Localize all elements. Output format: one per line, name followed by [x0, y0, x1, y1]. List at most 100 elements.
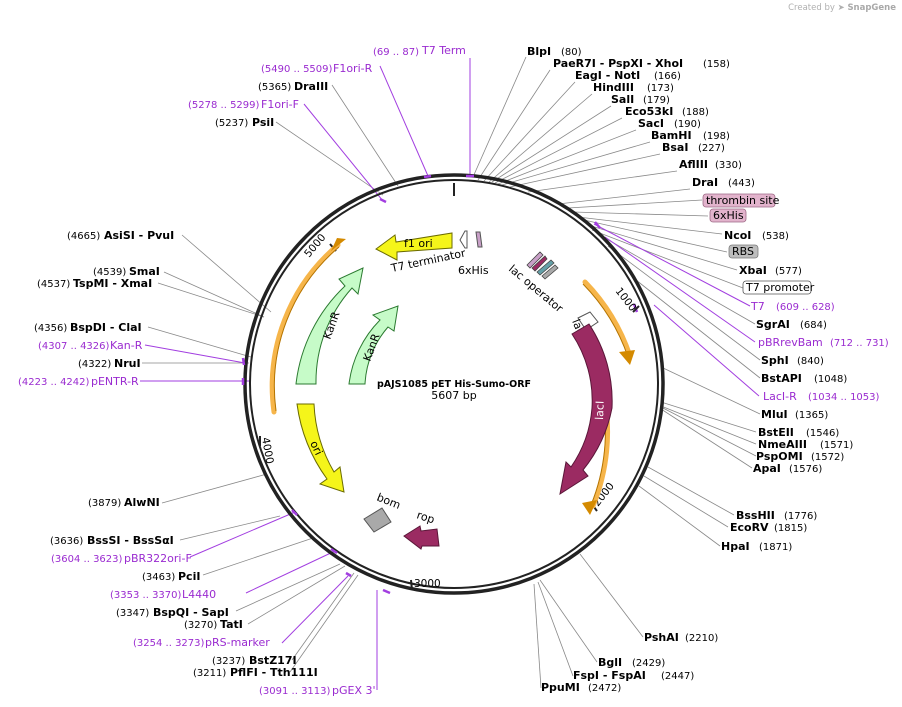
primer-kan-r-label: Kan-R [110, 339, 143, 352]
enzyme-hindiii: HindIII [593, 81, 634, 94]
rop-arrow [403, 525, 440, 550]
enzyme-draiii-pos: (5365) [258, 82, 291, 93]
enzyme-bsssi: BssSI - BssSαI [87, 534, 174, 547]
primer-f1ori-f-pos: (5278 .. 5299) [188, 100, 260, 111]
kanr-inner-label: KanR [361, 332, 383, 363]
primer-marks [241, 174, 639, 595]
badge-thrombin [702, 193, 776, 208]
enzyme-eco53ki-pos: (188) [682, 107, 709, 118]
arc-head-2 [582, 500, 597, 515]
enzyme-ppumi-pos: (2472) [588, 683, 621, 694]
enzyme-pflfi: PflFI - Tth111I [230, 666, 318, 679]
badge-his [709, 208, 747, 223]
enzyme-asisi-pos: (4665) [67, 231, 100, 242]
primer-l4440-label: L4440 [182, 588, 216, 601]
primer-pbrrevbam-label: pBRrevBam [758, 336, 823, 349]
his-tag-shape [475, 231, 483, 248]
primer-f1ori-r-label: F1ori-R [333, 62, 373, 75]
badge-t7-promoter [742, 280, 812, 295]
leader-lines [142, 56, 761, 689]
enzyme-bsteii: BstEII [758, 426, 794, 439]
enzyme-sali-pos: (179) [643, 95, 670, 106]
primer-t7-pos: (609 .. 628) [776, 302, 835, 313]
bom-shape [363, 507, 392, 533]
primer-pbrrevbam-pos: (712 .. 731) [830, 338, 889, 349]
right-feature-badges: thrombin site 6xHis RBS T7 promoter [702, 193, 815, 295]
enzyme-bstapi-pos: (1048) [814, 374, 847, 385]
laci-arrow [559, 323, 613, 496]
enzyme-pflfi-pos: (3211) [193, 668, 226, 679]
left-primer-labels: (5490 .. 5509) F1ori-R (5278 .. 5299) F1… [18, 62, 376, 697]
right-enzyme-labels: BlpI (80) PaeR7I - PspXI - XhoI (158) Ea… [527, 45, 853, 694]
lac-operator-shapes [526, 251, 559, 280]
primer-laci-r-pos: (1034 .. 1053) [808, 392, 880, 403]
enzyme-noti-pos: (166) [654, 71, 681, 82]
credit-prefix: Created by [788, 3, 835, 13]
enzyme-hpai-pos: (1871) [759, 542, 792, 553]
enzyme-bspqi-pos: (3347) [116, 608, 149, 619]
enzyme-noti: EagI - NotI [575, 69, 640, 82]
right-primer-labels: T7 (609 .. 628) pBRrevBam (712 .. 731) L… [750, 300, 889, 403]
enzyme-tspmi: TspMI - XmaI [73, 277, 152, 290]
enzyme-saci: SacI [638, 117, 664, 130]
primer-l4440-pos: (3353 .. 3370) [110, 590, 182, 601]
primer-t7term-label: T7 Term [421, 44, 466, 57]
enzyme-pcii-pos: (3463) [142, 572, 175, 583]
primer-pbr322ori-f-label: pBR322ori-F [124, 552, 192, 565]
primer-t7term-pos: (69 .. 87) [373, 47, 419, 58]
primer-kan-r-pos: (4307 .. 4326) [38, 341, 110, 352]
badge-rbs-label: RBS [732, 245, 754, 258]
primer-f1ori-f-label: F1ori-F [261, 98, 299, 111]
enzyme-bstz17i: BstZ17I [249, 654, 297, 667]
enzyme-smai: SmaI [129, 265, 160, 278]
laci-promoter-shape [577, 311, 599, 331]
arc-head-1 [619, 350, 635, 365]
enzyme-ecorv: EcoRV [730, 521, 769, 534]
enzyme-bamhi: BamHI [651, 129, 692, 142]
rop-label: rop [415, 508, 436, 526]
f1-ori-label: f1 ori [404, 237, 433, 250]
enzyme-sphi-pos: (840) [797, 356, 824, 367]
enzyme-sali: SalI [611, 93, 634, 106]
primer-pgex3-label: pGEX 3' [332, 684, 376, 697]
ori-label: ori [307, 439, 325, 457]
enzyme-fspi-pos: (2447) [661, 671, 694, 682]
enzyme-bspqi: BspQI - SapI [153, 606, 229, 619]
enzyme-sphi: SphI [761, 354, 789, 367]
enzyme-bsteii-pos: (1546) [806, 428, 839, 439]
t7-terminator-shape [459, 230, 468, 249]
f1-ori-arrow [375, 232, 453, 261]
enzyme-bgli: BglI [598, 656, 622, 669]
enzyme-nrui: NruI [114, 357, 141, 370]
kanr-outer-arrow [295, 267, 364, 385]
snapgene-logo-icon: ➤ [837, 3, 845, 13]
enzyme-pspomi-pos: (1572) [811, 452, 844, 463]
enzyme-pspomi: PspOMI [756, 450, 803, 463]
primer-laci-r-label: LacI-R [763, 390, 797, 403]
enzyme-psii: PsiI [252, 116, 274, 129]
enzyme-pshai: PshAI [644, 631, 679, 644]
primer-prs-marker-label: pRS-marker [205, 636, 270, 649]
enzyme-bstapi: BstAPI [761, 372, 802, 385]
enzyme-ppumi: PpuMI [541, 681, 580, 694]
enzyme-afliii: AflIII [679, 158, 708, 171]
enzyme-xbai-pos: (577) [775, 266, 802, 277]
enzyme-mlui: MluI [761, 408, 788, 421]
enzyme-ecorv-pos: (1815) [774, 523, 807, 534]
enzyme-alwni: AlwNI [124, 496, 160, 509]
enzyme-tati-pos: (3270) [184, 620, 217, 631]
enzyme-ncoi-pos: (538) [762, 231, 789, 242]
plasmid-length: 5607 bp [431, 389, 476, 402]
enzyme-xhoi: PaeR7I - PspXI - XhoI [553, 57, 683, 70]
plasmid-name: pAJS1085 pET His-Sumo-ORF [377, 379, 531, 390]
enzyme-sgrai-pos: (684) [800, 320, 827, 331]
enzyme-eco53ki: Eco53kI [625, 105, 673, 118]
credit-brand: SnapGene [847, 3, 896, 13]
laci-label: lacI [593, 401, 607, 421]
badge-his-label: 6xHis [713, 209, 744, 222]
backbone-outer [243, 173, 665, 595]
enzyme-bamhi-pos: (198) [703, 131, 730, 142]
enzyme-bspdi-pos: (4356) [34, 323, 67, 334]
enzyme-tati: TatI [220, 618, 243, 631]
